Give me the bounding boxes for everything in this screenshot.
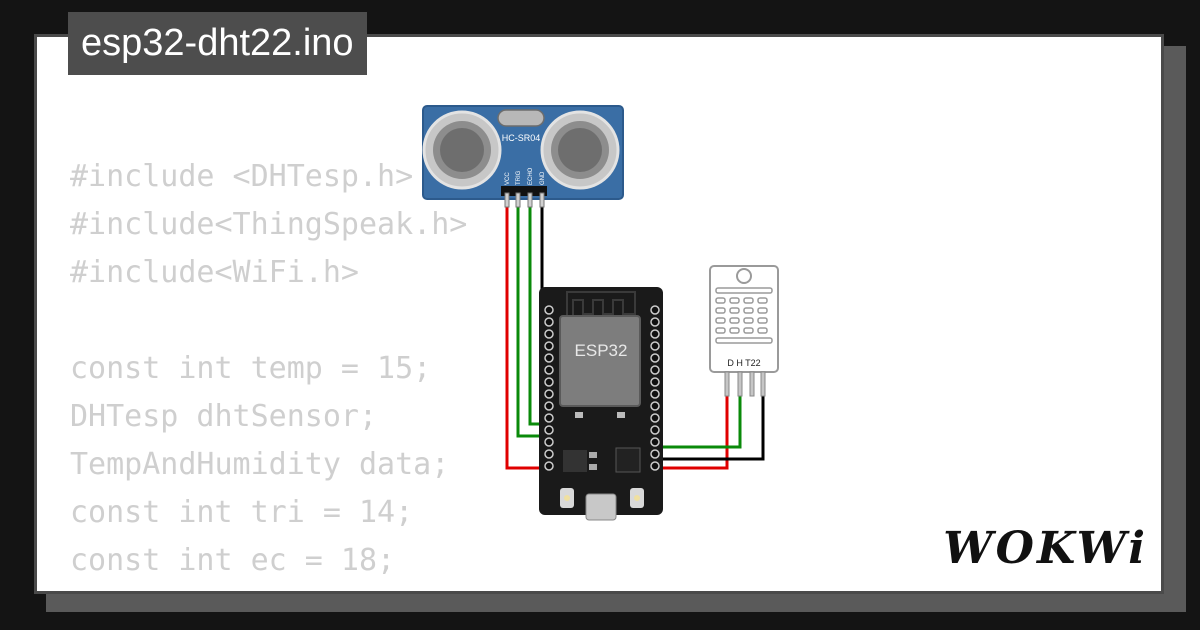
wire-vcc (505, 207, 545, 470)
esp32-board[interactable]: ESP32 (539, 287, 663, 521)
code-line: #include <DHTesp.h> (70, 159, 414, 194)
board-label: ESP32 (575, 341, 628, 360)
wire-dht-vcc (658, 395, 729, 470)
ultrasonic-label: HC-SR04 (502, 133, 541, 143)
code-line: #include<ThingSpeak.h> (70, 207, 468, 242)
dht-label: D H T22 (727, 358, 760, 368)
wire-dht-data (658, 395, 742, 449)
code-preview: #include <DHTesp.h> #include<ThingSpeak.h… (70, 153, 468, 591)
wire-dht-gnd (658, 395, 765, 461)
pin-label-vcc: VCC (505, 172, 511, 185)
pin-label-gnd: GND (540, 171, 546, 185)
code-line: TempAndHumidity data; (70, 447, 450, 482)
pin-label-trig: TRIG (516, 170, 522, 185)
wokwi-logo: WOKWi (943, 523, 1148, 574)
code-line: #include<WiFi.h> (70, 255, 359, 290)
code-line: const int ec = 18; (70, 543, 396, 578)
ultrasonic-sensor[interactable]: HC-SR04 VCC TRIG ECHO GND (422, 105, 624, 208)
code-line: const int temp = 15; (70, 351, 432, 386)
dht22-sensor[interactable]: D H T22 (709, 265, 779, 397)
code-line: DHTesp dhtSensor; (70, 399, 378, 434)
pin-label-echo: ECHO (528, 167, 534, 185)
code-line: const int tri = 14; (70, 495, 414, 530)
project-title: esp32-dht22.ino (68, 12, 367, 75)
wires (505, 207, 765, 470)
